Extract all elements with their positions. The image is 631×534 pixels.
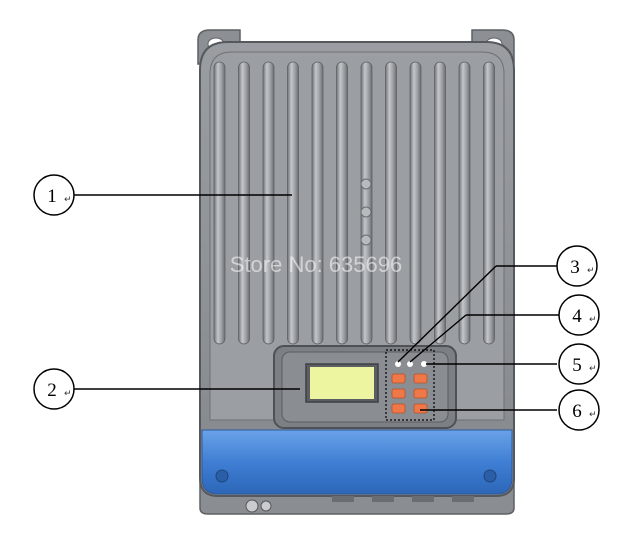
control-button[interactable] bbox=[413, 388, 428, 399]
heat-sink-fin bbox=[458, 61, 471, 345]
blue-terminal-cover bbox=[201, 429, 513, 495]
heat-sink-fin bbox=[409, 61, 422, 345]
fin-rivets bbox=[360, 178, 372, 246]
callout-1: 1 ↵ bbox=[33, 174, 75, 216]
svg-text:↵: ↵ bbox=[64, 389, 72, 399]
heat-sink-fin bbox=[262, 61, 275, 345]
svg-text:6: 6 bbox=[572, 401, 582, 422]
callout-3: 3 ↵ bbox=[556, 245, 598, 287]
svg-text:↵: ↵ bbox=[589, 364, 597, 374]
heat-sink-fin bbox=[385, 61, 397, 345]
svg-text:↵: ↵ bbox=[589, 410, 597, 420]
control-button[interactable] bbox=[413, 373, 428, 384]
control-button[interactable] bbox=[391, 403, 406, 414]
callout-4: 4 ↵ bbox=[558, 294, 600, 336]
heat-sink-fin bbox=[238, 61, 250, 345]
svg-text:2: 2 bbox=[47, 380, 57, 401]
svg-text:3: 3 bbox=[570, 257, 580, 278]
control-button[interactable] bbox=[413, 403, 428, 414]
heat-sink-fin bbox=[434, 61, 446, 345]
heat-sink-fin bbox=[360, 61, 373, 345]
svg-text:↵: ↵ bbox=[589, 315, 597, 325]
status-led bbox=[421, 361, 427, 367]
watermark-text: Store No: 635696 bbox=[230, 252, 402, 277]
svg-text:5: 5 bbox=[572, 355, 582, 376]
svg-text:1: 1 bbox=[47, 186, 57, 207]
leader-lines bbox=[74, 194, 559, 411]
control-button[interactable] bbox=[391, 388, 406, 399]
status-led bbox=[395, 361, 401, 367]
heat-sink-fins bbox=[213, 61, 495, 345]
status-led bbox=[407, 361, 413, 367]
svg-text:↵: ↵ bbox=[587, 266, 595, 276]
callout-2: 2 ↵ bbox=[33, 368, 75, 410]
control-buttons bbox=[391, 373, 428, 414]
heat-sink-fin bbox=[311, 61, 324, 345]
heat-sink-fin bbox=[483, 61, 495, 345]
status-led-group bbox=[395, 361, 427, 367]
callout-6: 6 ↵ bbox=[558, 389, 600, 431]
lcd-display bbox=[305, 363, 379, 403]
svg-text:4: 4 bbox=[572, 306, 582, 327]
svg-text:↵: ↵ bbox=[64, 195, 72, 205]
heat-sink-fin bbox=[287, 61, 299, 345]
callout-markers: 1 ↵ 2 ↵ 3 ↵ 4 ↵ 5 ↵ 6 ↵ bbox=[33, 174, 600, 431]
callout-5: 5 ↵ bbox=[558, 343, 600, 385]
heat-sink-fin bbox=[336, 61, 348, 345]
control-button[interactable] bbox=[391, 373, 406, 384]
heat-sink-fin bbox=[213, 61, 226, 345]
bottom-terminals bbox=[245, 496, 474, 513]
